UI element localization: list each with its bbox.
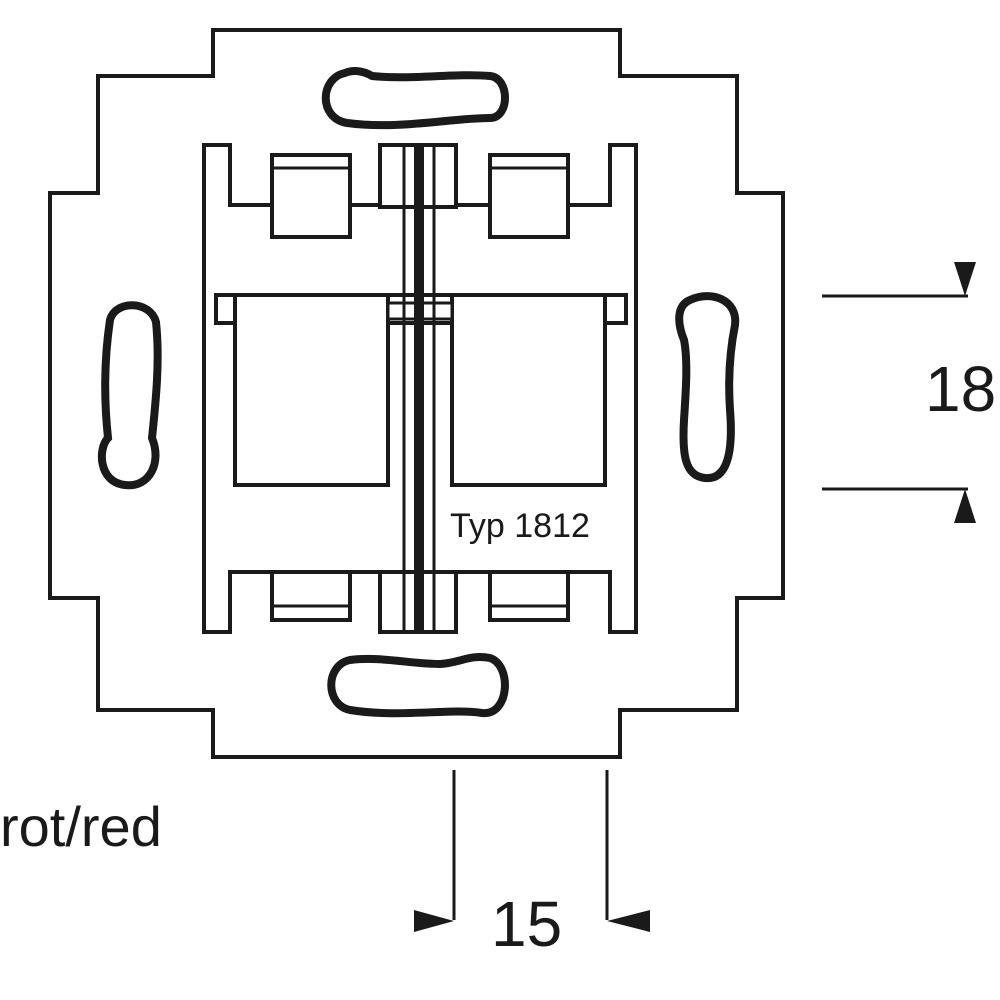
socket-frame-outline: [202, 143, 638, 634]
jack-port-left: [233, 293, 390, 487]
mounting-plate-outline: [48, 28, 785, 759]
center-divider: [414, 145, 424, 632]
type-label: Typ 1812: [450, 507, 590, 545]
dim-18-arrow-down-icon: [954, 262, 976, 296]
bottom-clip-right: [488, 570, 570, 622]
mounting-slot-bottom: [327, 653, 509, 718]
color-note: rot/red: [0, 795, 162, 858]
mounting-slot-top: [321, 67, 509, 130]
mounting-slot-right: [675, 292, 740, 483]
jack-port-right: [450, 293, 607, 487]
dim-18-arrow-up-icon: [954, 489, 976, 523]
dim-15-arrow-left-icon: [607, 910, 650, 932]
bottom-clip-left: [270, 570, 352, 622]
dim-15-arrow-right-icon: [414, 910, 454, 932]
dim-15-label: 15: [491, 888, 562, 960]
mounting-slot-left: [97, 301, 162, 490]
dim-18-label: 18: [925, 353, 996, 425]
